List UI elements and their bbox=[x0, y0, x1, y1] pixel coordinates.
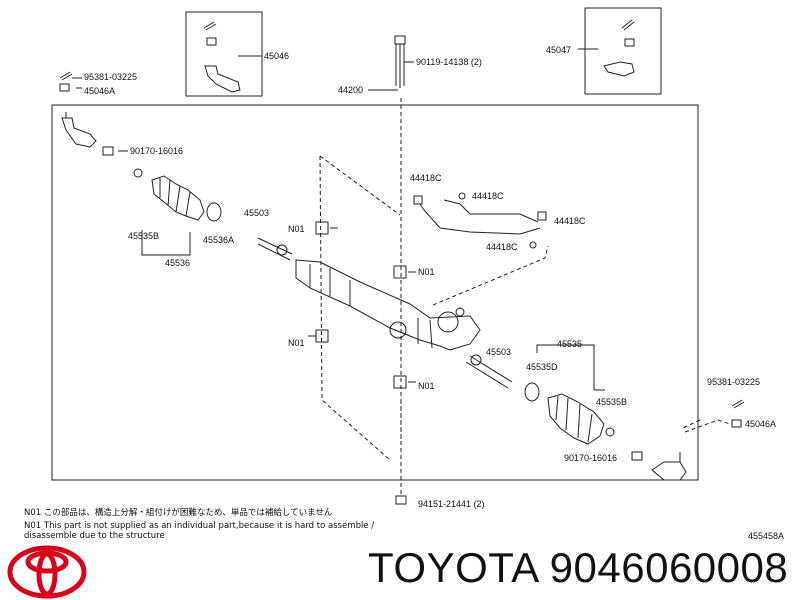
note-english-line2: disassemble due to the structure bbox=[24, 531, 165, 541]
label-45536a: 45536A bbox=[203, 235, 234, 245]
note-english-line1: N01 This part is not supplied as an indi… bbox=[24, 521, 375, 531]
label-94151: 94151-21441 (2) bbox=[418, 499, 485, 509]
label-45535: 45535 bbox=[557, 339, 582, 349]
label-45503-bottom: 45503 bbox=[486, 347, 511, 357]
note-japanese: N01 この部品は、構造上分解・組付けが困難なため、単品では補給していません bbox=[24, 508, 333, 518]
label-44418c-4: 44418C bbox=[486, 242, 518, 252]
label-45535d: 45535D bbox=[526, 362, 558, 372]
label-90119: 90119-14138 (2) bbox=[416, 57, 482, 67]
label-45046a-top: 45046A bbox=[84, 86, 115, 96]
label-90170-bottom: 90170-16016 bbox=[564, 453, 617, 463]
inset-box-45046 bbox=[185, 11, 263, 97]
label-44418c-1: 44418C bbox=[410, 173, 442, 183]
label-45535b-bottom: 45535B bbox=[596, 397, 627, 407]
label-n01-3: N01 bbox=[288, 338, 305, 348]
label-95381-top: 95381-03225 bbox=[84, 72, 137, 82]
label-45046a-bottom: 45046A bbox=[745, 419, 776, 429]
toyota-logo bbox=[7, 545, 87, 599]
label-44418c-2: 44418C bbox=[472, 191, 504, 201]
inset-box-45047 bbox=[584, 7, 662, 95]
label-44200: 44200 bbox=[338, 85, 363, 95]
label-n01-1: N01 bbox=[288, 224, 305, 234]
reference-code: 455458A bbox=[748, 531, 785, 541]
assembly-frame bbox=[51, 104, 699, 481]
label-44418c-3: 44418C bbox=[554, 216, 586, 226]
label-45047: 45047 bbox=[546, 45, 571, 55]
label-45536: 45536 bbox=[165, 258, 190, 268]
label-95381-bottom: 95381-03225 bbox=[707, 377, 760, 387]
label-45046: 45046 bbox=[264, 51, 289, 61]
label-45535b-top: 45535B bbox=[128, 231, 159, 241]
label-n01-2: N01 bbox=[418, 267, 435, 277]
label-n01-4: N01 bbox=[418, 381, 435, 391]
brand-part-number: TOYOTA 9046060008 bbox=[368, 544, 789, 591]
label-90170-top: 90170-16016 bbox=[130, 146, 183, 156]
label-45503-top: 45503 bbox=[244, 208, 269, 218]
